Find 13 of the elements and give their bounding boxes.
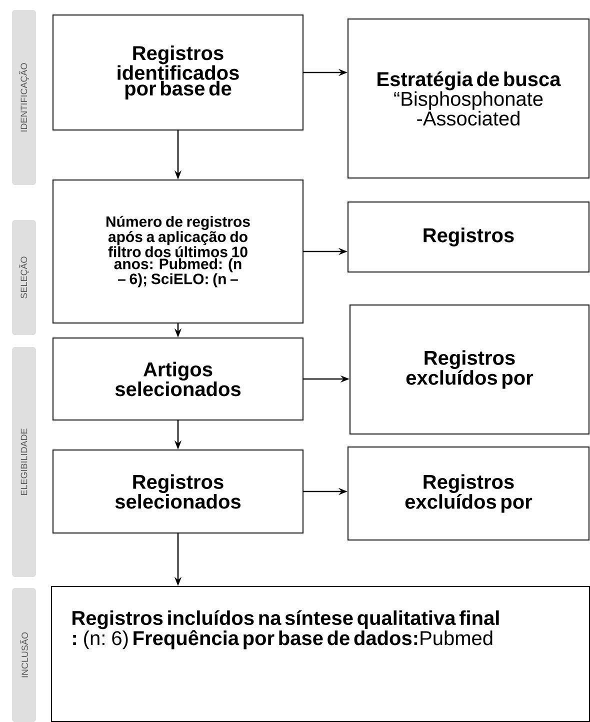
process-box: Estratégia de busca “Bisphosphonate -Associated [348, 18, 590, 178]
phase-band: SELEÇÃO [12, 220, 36, 335]
process-box: Registros excluídos por [350, 304, 590, 434]
process-box: Registros selecionados [52, 450, 304, 534]
process-box: Registros excluídos por [348, 446, 590, 540]
process-box: Artigos selecionados [52, 338, 304, 420]
phase-band: ELEGIBILIDADE [12, 347, 36, 577]
phase-band: INCLUSÃO [12, 588, 36, 722]
process-box: Número de registros após a aplicação do filtro dos últimos 10 anos: Pubmed: (n – 6); SciELO: (n – [52, 180, 304, 324]
process-box: Registros identificados por base de [52, 14, 304, 130]
result-box: Registros incluídos na síntese qualitativa final : (n: 6) Frequência por base de dados:Pubmed [51, 586, 590, 722]
phase-band: IDENTIFICAÇÃO [12, 10, 36, 185]
process-box: Registros [348, 202, 590, 272]
